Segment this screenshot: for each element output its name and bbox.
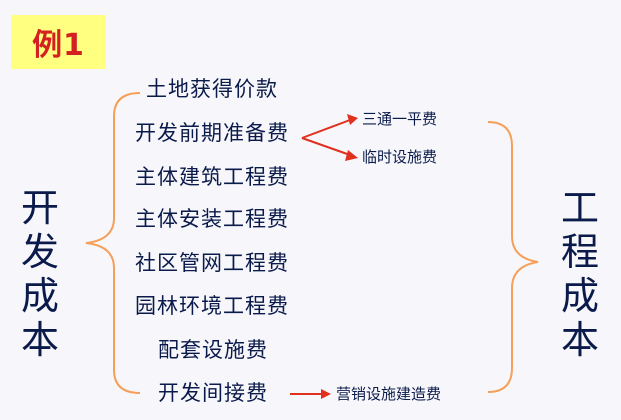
title-char: 开 [20,186,59,230]
arrow-to-marketing-facilities [290,389,331,399]
item-main-construction: 主体建筑工程费 [135,165,289,189]
item-landscape: 园林环境工程费 [135,294,289,318]
development-cost-title: 开 发 成 本 [18,186,62,362]
title-char: 成 [20,274,59,318]
item-pre-development: 开发前期准备费 [135,121,289,145]
title-char: 本 [560,318,599,362]
left-brace [85,92,141,394]
title-char: 工 [560,186,599,230]
item-community-network: 社区管网工程费 [135,251,289,275]
item-indirect-costs: 开发间接费 [158,381,268,405]
item-land-acquisition: 土地获得价款 [146,77,278,101]
title-char: 本 [20,318,59,362]
arrow-to-site-prep [301,114,358,139]
example-label: 例1 [11,15,106,69]
item-supporting-facilities: 配套设施费 [158,338,268,362]
title-char: 发 [20,230,59,274]
sub-marketing-facilities: 营销设施建造费 [336,385,442,403]
arrow-to-temp-facilities [301,137,358,161]
item-main-installation: 主体安装工程费 [135,207,289,231]
engineering-cost-title: 工 程 成 本 [558,186,602,362]
title-char: 程 [560,230,599,274]
sub-site-preparation: 三通一平费 [362,110,438,128]
sub-temporary-facilities: 临时设施费 [362,148,438,166]
right-brace [487,121,539,393]
title-char: 成 [560,274,599,318]
